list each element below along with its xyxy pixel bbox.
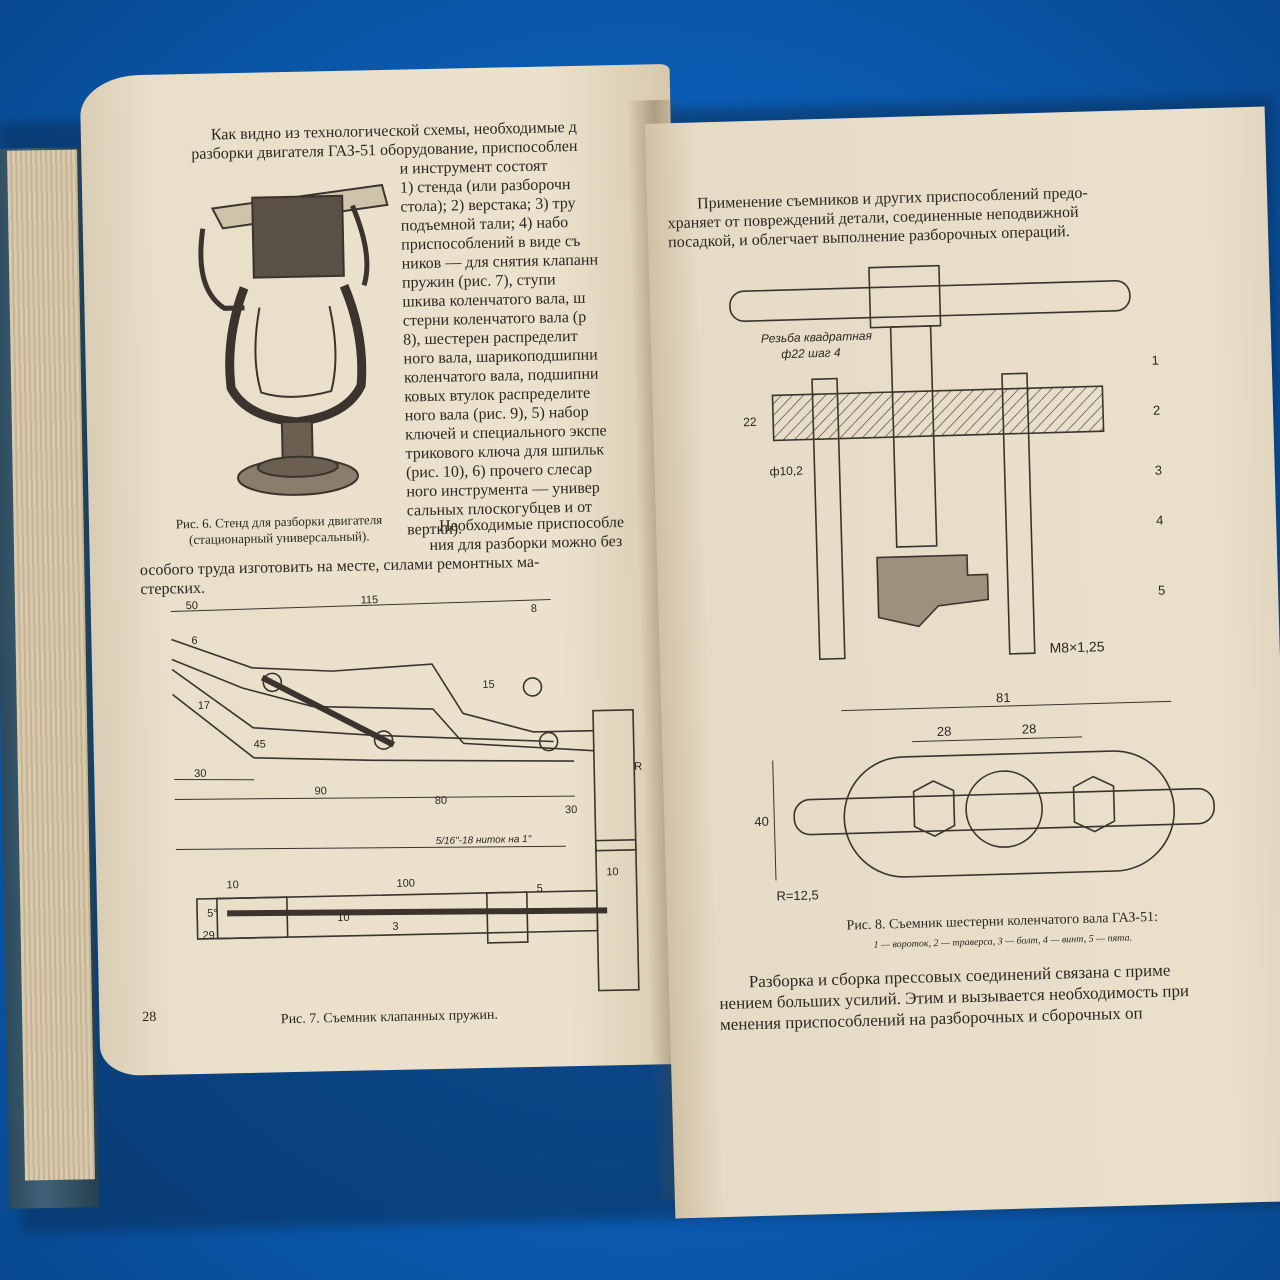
label-5: 5 (1158, 583, 1166, 598)
fig8-puller-drawing-side: Резьба квадратная ф22 шаг 4 1 2 3 4 5 22… (729, 264, 1166, 661)
dim-17: 17 (198, 700, 210, 712)
right-paragraph-2: Разборка и сборка прессовых соединений с… (719, 960, 1190, 1035)
dim-115: 115 (361, 594, 379, 606)
label-2: 2 (1153, 403, 1161, 418)
fig7-valve-spring-remover-drawing: 50 115 8 6 17 15 45 30 90 80 30 R 5/16"-… (170, 594, 642, 992)
right-page: Применение съемников и других приспособл… (644, 106, 1280, 1219)
thread-note-2: ф22 шаг 4 (781, 345, 841, 361)
dim-10b: 10 (606, 866, 618, 878)
fig8-puller-drawing-top: 81 28 28 40 R=12,5 (754, 690, 1215, 903)
dim-30a: 30 (194, 768, 206, 780)
dim-81: 81 (996, 690, 1011, 705)
dim-3: 3 (392, 921, 398, 933)
fig7-caption: Рис. 7. Съемник клапанных пружин. (280, 1007, 499, 1028)
dim-6: 6 (191, 635, 197, 647)
dim-80: 80 (435, 795, 447, 807)
dim-40: 40 (754, 814, 769, 829)
dim-50: 50 (186, 600, 198, 612)
dim-28a: 28 (937, 724, 952, 739)
page-number: 28 (142, 1009, 157, 1026)
label-1: 1 (1151, 353, 1159, 368)
dim-28b: 28 (1022, 721, 1037, 736)
dim-100: 100 (396, 877, 415, 889)
dim-r125: R=12,5 (776, 887, 819, 903)
dim-m8: М8×1,25 (1049, 638, 1105, 656)
dim-30b: 30 (565, 804, 577, 816)
left-page: Как видно из технологической схемы, необ… (79, 63, 691, 1077)
fig6-engine-stand-illustration (198, 183, 389, 496)
thread-note-1: Резьба квадратная (761, 329, 873, 346)
dim-15: 15 (482, 679, 494, 691)
label-3: 3 (1154, 463, 1162, 478)
dim-10c: 10 (337, 912, 349, 924)
dim-5deg: 5° (207, 908, 218, 920)
dim-29: 29 (202, 930, 214, 942)
dim-5: 5 (537, 883, 543, 895)
dim-102: ф10,2 (769, 464, 803, 479)
dim-45: 45 (254, 739, 266, 751)
dim-10a: 10 (226, 879, 238, 891)
dim-90: 90 (314, 785, 326, 797)
dim-r: R (634, 761, 642, 773)
right-paragraph-1: Применение съемников и других приспособл… (667, 184, 1089, 252)
left-paragraph-2: Необходимые приспособле ния для разборки… (139, 513, 625, 599)
dim-thread: 5/16"-18 ниток на 1" (436, 834, 532, 847)
dim-22: 22 (743, 415, 757, 429)
dim-8: 8 (531, 603, 537, 615)
label-4: 4 (1156, 513, 1164, 528)
